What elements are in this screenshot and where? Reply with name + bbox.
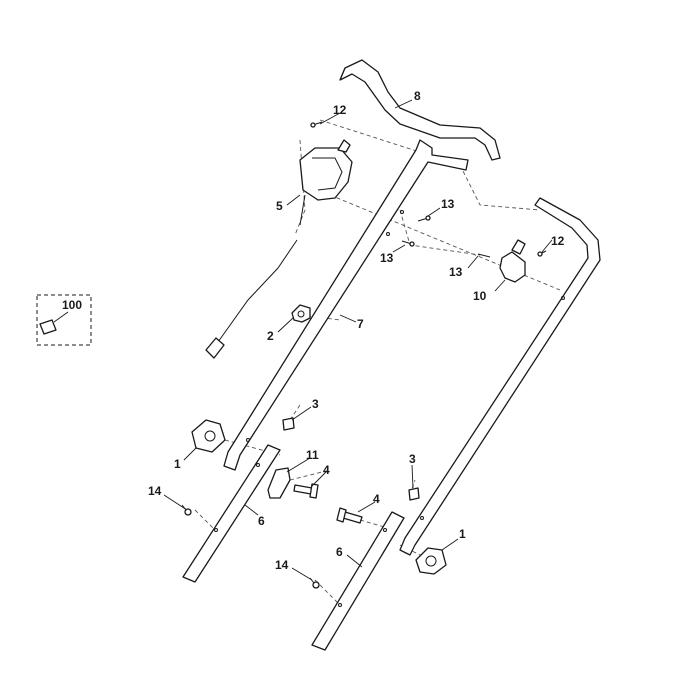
callout-3: 3 [312,397,319,411]
part-13-pin-upper [417,215,431,222]
callout-12: 12 [551,234,565,248]
part-12-screw-left [310,121,323,128]
callout-11: 11 [306,448,319,462]
assembly-guide-lines [194,119,561,606]
part-7-upper-left-tube [223,139,469,471]
right-upper-tube [399,197,601,556]
part-4-bolt-left [293,483,319,499]
callout-4: 4 [373,492,380,506]
leader-lines [53,99,553,581]
callout-14: 14 [148,484,162,498]
part-5-control-housing [205,139,353,359]
callout-13: 13 [380,251,394,265]
callout-6: 6 [258,514,265,528]
part-13-pin-middle [401,240,415,247]
callout-1: 1 [174,457,181,471]
part-14-screw-left [181,504,192,516]
part-10-control-lever [499,239,526,283]
callout-5: 5 [276,199,283,213]
part-1-star-knob-left [191,419,226,453]
callout-13: 13 [449,265,463,279]
part-2-cable-clip [291,304,311,323]
callout-1: 1 [459,527,466,541]
callout-7: 7 [357,317,364,331]
callout-12: 12 [333,103,347,117]
part-100-kit-box [36,294,92,346]
callout-13: 13 [441,197,455,211]
part-3-spacer-right [408,487,420,501]
part-1-star-knob-right [415,547,447,575]
part-12-screw-right [537,250,547,257]
callout-4: 4 [323,463,330,477]
part-4-bolt-right [336,507,363,524]
callout-6: 6 [336,545,343,559]
callout-10: 10 [473,289,487,303]
part-13-pin-right [477,253,491,258]
callout-14: 14 [275,558,289,572]
part-6-lower-left-tube [182,444,281,583]
part-11-clamp-clip [267,467,291,499]
callout-100: 100 [62,298,82,312]
callout-8: 8 [414,89,421,103]
callout-labels: 8 12 5 13 13 12 13 10 100 2 7 3 1 11 4 3… [62,89,565,572]
part-3-spacer-left [282,417,295,431]
part-6-lower-right-tube [311,511,405,651]
callout-3: 3 [409,452,416,466]
part-8-top-handlebar [339,59,501,161]
callout-2: 2 [267,329,274,343]
